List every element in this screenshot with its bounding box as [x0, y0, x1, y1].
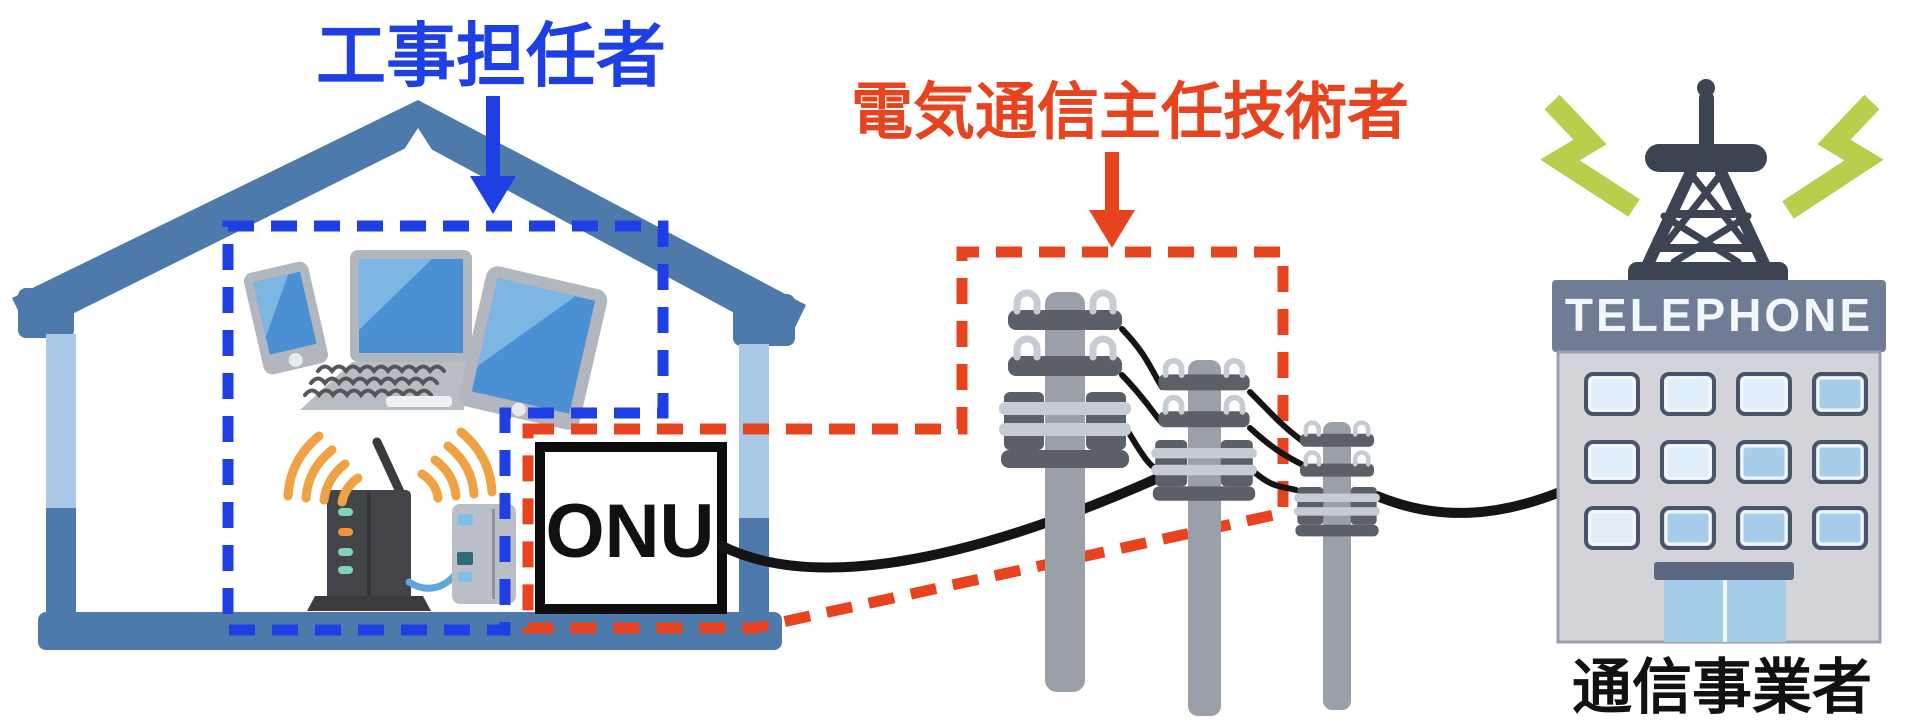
house-walls	[46, 334, 769, 620]
router-antenna	[372, 437, 406, 499]
window-frame	[1740, 376, 1788, 412]
building-window	[1812, 440, 1868, 484]
installer-scope-region	[222, 220, 669, 636]
window-frame	[1664, 444, 1712, 480]
tablet-home-button	[511, 402, 526, 417]
roof-peak-notch	[400, 128, 436, 156]
laptop-touchpad	[386, 396, 452, 407]
onu-label: ONU	[546, 489, 715, 574]
building-window	[1736, 506, 1792, 550]
telephone-pole-3	[1294, 422, 1380, 710]
window-frame	[1588, 510, 1636, 546]
window-frame	[1816, 376, 1864, 412]
laptop-icon	[300, 250, 472, 410]
building-window	[1812, 506, 1868, 550]
carrier-caption: 通信事業者	[1572, 654, 1872, 721]
window-frame	[1588, 444, 1636, 480]
telephone-cables	[717, 326, 1565, 573]
building-window	[1584, 506, 1640, 550]
installer-title: 工事担任者	[316, 17, 666, 95]
wifi-router-icon	[307, 437, 431, 611]
window-frame	[1664, 376, 1712, 412]
left-eave-cap	[18, 288, 74, 338]
house-roof	[12, 100, 806, 346]
building-door	[1654, 562, 1794, 642]
window-frame	[1740, 510, 1788, 546]
smartphone-icon	[243, 261, 329, 375]
radio-tower-icon	[1628, 79, 1788, 288]
window-frame	[1740, 444, 1788, 480]
telecom-building-icon: TELEPHONE 通信事業者	[1540, 79, 1886, 721]
window-frame	[1816, 510, 1864, 546]
keyboard-row	[303, 388, 433, 399]
phone-home-button	[288, 352, 303, 367]
telephone-pole-1	[999, 292, 1131, 692]
keyboard-row	[316, 364, 446, 375]
building-window	[1660, 372, 1716, 416]
router-base	[307, 596, 431, 611]
building-window	[1736, 440, 1792, 484]
building-window	[1812, 372, 1868, 416]
wifi-waves-icon	[283, 427, 497, 507]
building-window	[1584, 440, 1640, 484]
house-icon	[12, 100, 806, 650]
lan-cable	[405, 572, 458, 592]
red-arrow-icon	[1089, 152, 1135, 248]
router-leds	[338, 508, 353, 574]
window-frame	[1664, 510, 1712, 546]
onu-box: ONU	[535, 442, 727, 614]
window-frame	[1588, 376, 1636, 412]
window-frame	[1816, 444, 1864, 480]
building-windows	[1584, 372, 1868, 550]
keyboard-row	[309, 376, 439, 387]
lightning-right-icon	[1782, 94, 1884, 219]
lightning-left-icon	[1540, 94, 1640, 217]
laptop-keyboard	[303, 364, 446, 399]
blue-arrow-icon	[470, 96, 516, 214]
building-window	[1660, 440, 1716, 484]
trunk-cable-to-building	[1372, 487, 1565, 518]
building-sign-band	[1552, 280, 1886, 352]
telephone-pole-2	[1151, 360, 1257, 716]
right-eave-cap	[733, 294, 795, 346]
building-window	[1660, 506, 1716, 550]
building-window	[1584, 372, 1640, 416]
tablet-icon	[458, 266, 608, 430]
telephone-sign: TELEPHONE	[1565, 289, 1873, 341]
building-window	[1736, 372, 1792, 416]
chief-engineer-title: 電気通信主任技術者	[851, 78, 1409, 147]
